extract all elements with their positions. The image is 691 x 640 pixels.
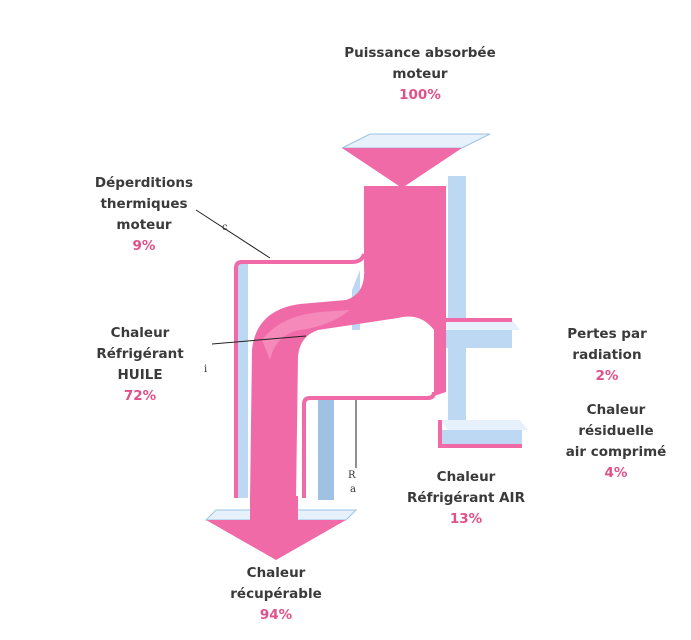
oil-label: Chaleur Réfrigérant HUILE 72% <box>60 323 220 407</box>
input-label: Puissance absorbée moteur 100% <box>300 43 540 106</box>
main-flow <box>206 148 462 560</box>
residual-flow <box>438 420 522 448</box>
recovered-label: Chaleur récupérable 94% <box>196 563 356 626</box>
side-faces <box>236 176 522 500</box>
mark-r: R <box>348 470 356 481</box>
residual-side <box>440 430 522 446</box>
radiation-line1: Pertes par <box>567 326 647 342</box>
radiation-label: Pertes par radiation 2% <box>532 324 682 387</box>
residual-label: Chaleur résiduelle air comprimé 4% <box>546 400 686 484</box>
air-line2: Réfrigérant AIR <box>407 490 525 506</box>
motor-loss-line2: thermiques <box>100 196 188 212</box>
radiation-side <box>440 330 512 348</box>
leader-lines <box>195 209 357 468</box>
air-flow <box>302 391 436 498</box>
thin-flows <box>234 253 522 498</box>
recovered-line2: récupérable <box>230 586 322 602</box>
motor-loss-label: Déperditions thermiques moteur 9% <box>64 173 224 257</box>
recovered-line1: Chaleur <box>246 565 306 581</box>
input-arrow-top <box>341 133 491 149</box>
radiation-line2: radiation <box>572 347 642 363</box>
right-column-side <box>448 176 466 446</box>
recovered-percent: 94% <box>259 607 293 623</box>
input-line1: Puissance absorbée <box>344 45 496 61</box>
oil-leader <box>211 335 307 345</box>
motor-loss-leader <box>195 209 271 259</box>
input-line2: moteur <box>392 66 448 82</box>
oil-line2: Réfrigérant <box>96 346 184 362</box>
input-arrow <box>342 148 462 188</box>
mark-c: c <box>222 222 228 233</box>
output-arrow <box>206 520 346 560</box>
radiation-top <box>440 320 520 330</box>
main-column-highlight <box>262 310 350 360</box>
residual-line1: Chaleur <box>586 402 646 418</box>
residual-percent: 4% <box>604 465 628 481</box>
oil-line3: HUILE <box>117 367 163 383</box>
output-stem <box>250 496 298 522</box>
residual-top <box>440 420 528 430</box>
motor-loss-line3: moteur <box>116 217 172 233</box>
input-percent: 100% <box>399 87 441 103</box>
residual-line3: air comprimé <box>565 444 667 460</box>
oil-percent: 72% <box>123 388 157 404</box>
motor-loss-flow <box>234 253 366 498</box>
radiation-percent: 2% <box>595 368 619 384</box>
air-percent: 13% <box>449 511 483 527</box>
motor-loss-side <box>236 262 248 498</box>
air-label: Chaleur Réfrigérant AIR 13% <box>376 467 556 530</box>
main-column <box>250 186 446 500</box>
mark-i: i <box>204 364 208 375</box>
motor-loss-line1: Déperditions <box>94 175 194 191</box>
air-line1: Chaleur <box>436 469 496 485</box>
oil-line1: Chaleur <box>110 325 170 341</box>
motor-loss-percent: 9% <box>132 238 156 254</box>
mark-a: a <box>350 484 356 495</box>
air-side <box>318 400 334 500</box>
residual-line2: résiduelle <box>578 423 654 439</box>
